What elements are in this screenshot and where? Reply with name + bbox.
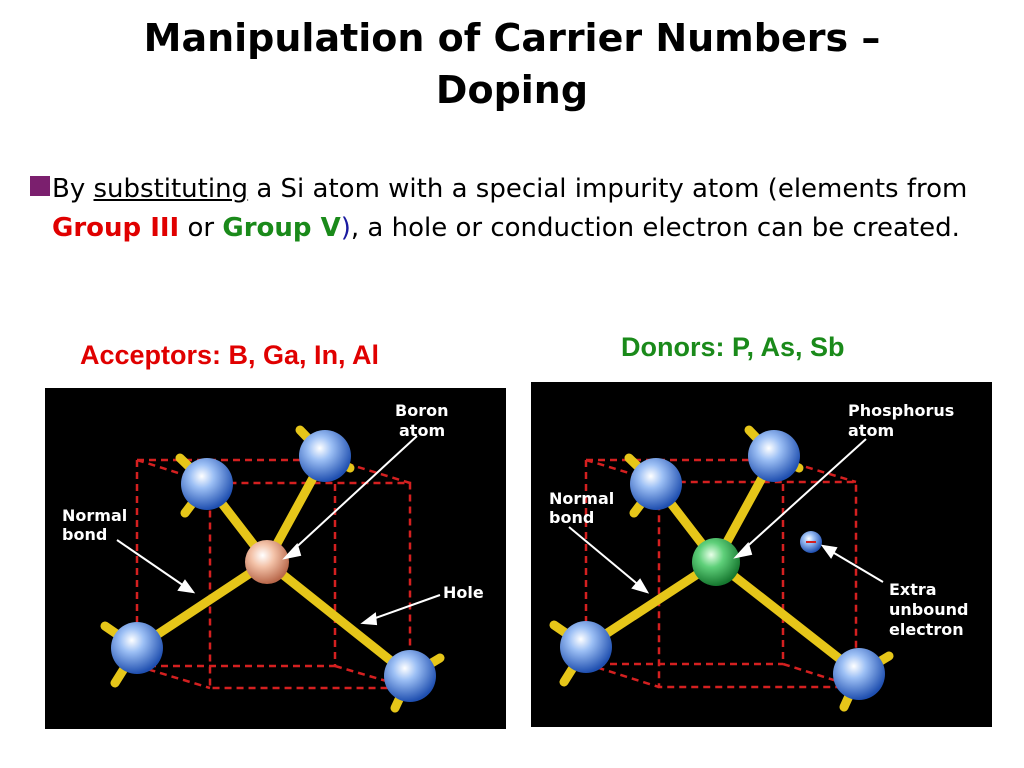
donor-lattice-diagram: Phosphorus atom Normal bond Extra unboun…	[531, 382, 992, 727]
bullet-text: By substituting a Si atom with a special…	[52, 170, 970, 248]
boron-atom	[245, 540, 289, 584]
group-v-label: Group V	[222, 213, 341, 243]
extra-electron-label-1: Extra	[889, 580, 937, 599]
si-atom	[748, 430, 800, 482]
bullet-close-paren: )	[340, 213, 351, 243]
normal-bond-label-1: Normal	[62, 506, 127, 525]
acceptors-caption: Acceptors: B, Ga, In, Al	[80, 340, 380, 370]
si-atoms	[111, 430, 436, 702]
slide-title: Manipulation of Carrier Numbers – Doping	[40, 12, 984, 116]
title-line-1: Manipulation of Carrier Numbers –	[143, 16, 881, 60]
boron-label-1: Boron	[395, 401, 448, 420]
bullet-point: By substituting a Si atom with a special…	[30, 170, 970, 248]
annotation-arrows	[568, 438, 884, 594]
si-atom	[560, 621, 612, 673]
group-iii-label: Group III	[52, 213, 180, 243]
bullet-text-8: , a hole or conduction electron can be c…	[350, 213, 960, 243]
extra-electron-label-2: unbound	[889, 600, 968, 619]
annotation-arrows	[116, 435, 441, 626]
bullet-text-3: a Si atom with a special impurity atom (…	[248, 174, 968, 204]
si-atom	[111, 622, 163, 674]
extra-electron-label-3: electron	[889, 620, 964, 639]
si-atoms	[560, 430, 885, 700]
bullet-square-icon	[30, 176, 50, 196]
phosphorus-atom	[692, 538, 740, 586]
bullet-substituting: substituting	[93, 174, 249, 204]
donors-caption: Donors: P, As, Sb	[621, 332, 845, 362]
acceptor-lattice-diagram: Boron atom Normal bond Hole	[45, 388, 506, 729]
boron-label-2: atom	[399, 421, 445, 440]
normal-bond-label-2: bond	[62, 525, 107, 544]
normal-bond-label-2: bond	[549, 508, 594, 527]
hole-label: Hole	[443, 583, 484, 602]
bullet-text-5: or	[179, 213, 223, 243]
title-line-2: Doping	[435, 68, 589, 112]
acceptor-lattice-svg: Boron atom Normal bond Hole	[62, 401, 484, 713]
bullet-text-1: By	[52, 174, 94, 204]
si-atom	[181, 458, 233, 510]
si-atom	[833, 648, 885, 700]
phosphorus-label-1: Phosphorus	[848, 401, 954, 420]
donor-lattice-svg: Phosphorus atom Normal bond Extra unboun…	[549, 401, 968, 712]
phosphorus-label-2: atom	[848, 421, 894, 440]
normal-bond-label-1: Normal	[549, 489, 614, 508]
si-atom	[299, 430, 351, 482]
si-atom	[384, 650, 436, 702]
si-atom	[630, 458, 682, 510]
